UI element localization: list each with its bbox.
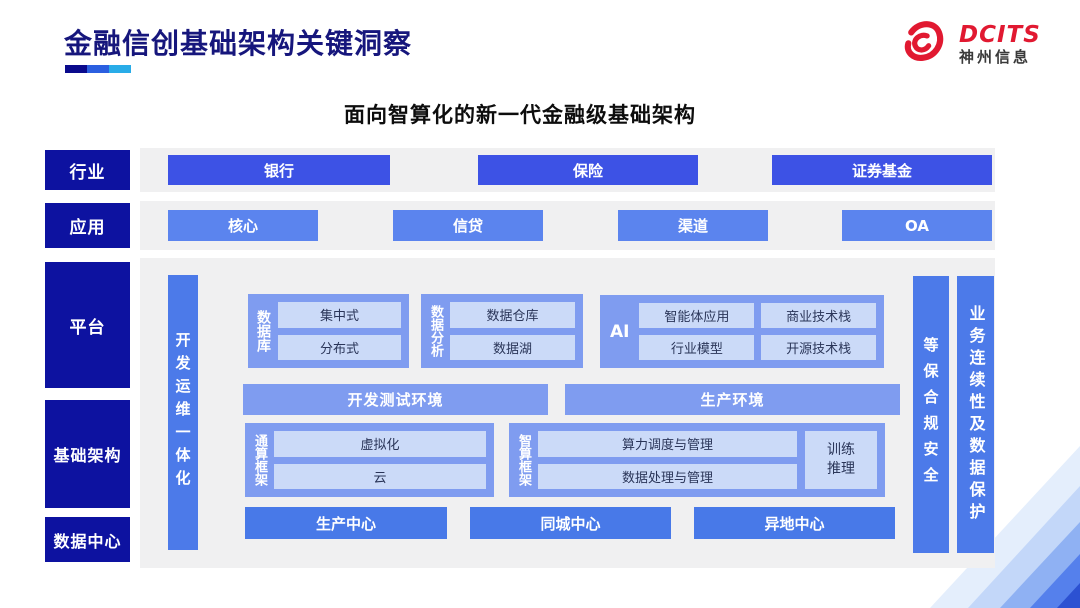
chip-commercial-stack: 商业技术栈 [761,303,876,328]
app-item-credit: 信贷 [393,210,543,241]
chip-data-processing: 数据处理与管理 [538,463,797,489]
underline-segment-cyan [109,65,131,73]
chip-opensource-stack: 开源技术栈 [761,335,876,360]
dc-remote-center: 异地中心 [694,507,895,539]
layer-label-application: 应用 [45,203,130,248]
logo-company: 神州信息 [959,47,1032,66]
app-item-core: 核心 [168,210,318,241]
layer-label-platform: 平台 [45,262,130,388]
analytics-group: 数据分析 数据仓库 数据湖 [421,294,583,368]
dcits-logo: DCITS 神州信息 [896,16,1041,72]
dcits-swirl-icon [904,21,944,61]
underline-segment-navy [65,65,87,73]
chip-training-inference: 训练 推理 [805,431,877,489]
chip-cloud: 云 [274,463,486,489]
ai-group-label: AI [610,321,630,342]
chip-data-lake: 数据湖 [450,334,575,360]
app-item-channel: 渠道 [618,210,768,241]
title-underline [65,65,131,73]
chip-centralized: 集中式 [278,302,401,328]
ai-group: AI 智能体应用 商业技术栈 行业模型 开源技术栈 [600,295,884,368]
industry-item-securities: 证券基金 [772,155,992,185]
layer-label-datacenter: 数据中心 [45,517,130,562]
chip-data-warehouse: 数据仓库 [450,302,575,328]
logo-text: DCITS 神州信息 [959,21,1041,66]
layer-label-infrastructure: 基础架构 [45,400,130,508]
dc-samecity-center: 同城中心 [470,507,671,539]
chip-distributed: 分布式 [278,334,401,360]
logo-brand: DCITS [959,21,1041,48]
ai-compute-group: 智算框架 算力调度与管理 数据处理与管理 训练 推理 [509,423,885,497]
database-group: 数据库 集中式 分布式 [248,294,409,368]
industry-item-insurance: 保险 [478,155,698,185]
layer-label-industry: 行业 [45,150,130,190]
general-compute-label: 通算框架 [252,434,267,486]
chip-virtualization: 虚拟化 [274,431,486,457]
ai-compute-label: 智算框架 [516,434,531,486]
dc-production-center: 生产中心 [245,507,447,539]
chip-industry-models: 行业模型 [639,335,755,360]
database-group-label: 数据库 [255,310,271,352]
security-compliance-bar: 等保合规安全 [913,276,949,553]
diagram-title: 面向智算化的新一代金融级基础架构 [344,103,696,127]
dev-test-env-bar: 开发测试环境 [243,384,548,415]
general-compute-chips: 虚拟化 云 [274,431,486,489]
ai-chips: 智能体应用 商业技术栈 行业模型 开源技术栈 [639,303,876,360]
page-title: 金融信创基础架构关键洞察 [64,27,413,60]
production-env-bar: 生产环境 [565,384,900,415]
general-compute-group: 通算框架 虚拟化 云 [245,423,494,497]
chip-compute-scheduling: 算力调度与管理 [538,431,797,457]
devops-bar: 开发运维一体化 [168,275,198,550]
analytics-group-label: 数据分析 [428,305,443,357]
database-chips: 集中式 分布式 [278,302,401,360]
industry-item-bank: 银行 [168,155,390,185]
ai-compute-chips: 算力调度与管理 数据处理与管理 [538,431,797,489]
chip-agent-apps: 智能体应用 [639,303,755,328]
app-item-oa: OA [842,210,992,241]
underline-segment-blue [87,65,109,73]
business-continuity-bar: 业务连续性及数据保护 [957,276,994,553]
analytics-chips: 数据仓库 数据湖 [450,302,575,360]
